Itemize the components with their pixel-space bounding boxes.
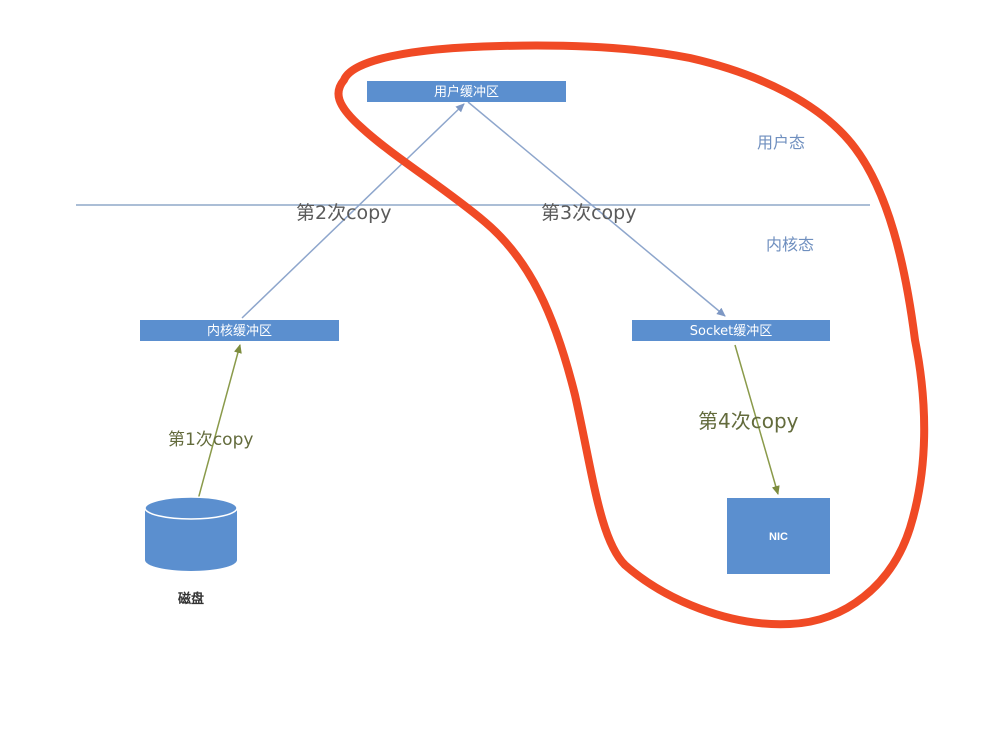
copy1-arrow xyxy=(192,344,242,519)
disk-label: 磁盘 xyxy=(178,591,204,607)
user-buffer-label: 用户缓冲区 xyxy=(434,84,499,100)
copy3-arrow xyxy=(467,101,726,317)
user-buffer-box: 用户缓冲区 xyxy=(367,81,566,102)
socket-buffer-label: Socket缓冲区 xyxy=(690,324,773,339)
copy4-label: 第4次copy xyxy=(698,409,799,433)
kernel-mode-label: 内核态 xyxy=(766,235,814,254)
copy3-label: 第3次copy xyxy=(541,202,636,224)
nic-box: NIC xyxy=(727,498,830,574)
copy2-label: 第2次copy xyxy=(296,202,391,224)
highlight-outline xyxy=(334,41,929,629)
kernel-buffer-box: 内核缓冲区 xyxy=(140,320,339,341)
socket-buffer-box: Socket缓冲区 xyxy=(632,320,830,341)
copy1-label: 第1次copy xyxy=(168,430,253,450)
nic-label: NIC xyxy=(769,531,788,543)
disk-icon xyxy=(144,496,238,571)
kernel-buffer-label: 内核缓冲区 xyxy=(207,323,272,339)
copy4-arrow xyxy=(734,344,780,495)
copy2-arrow xyxy=(241,103,465,319)
user-mode-label: 用户态 xyxy=(757,133,805,152)
